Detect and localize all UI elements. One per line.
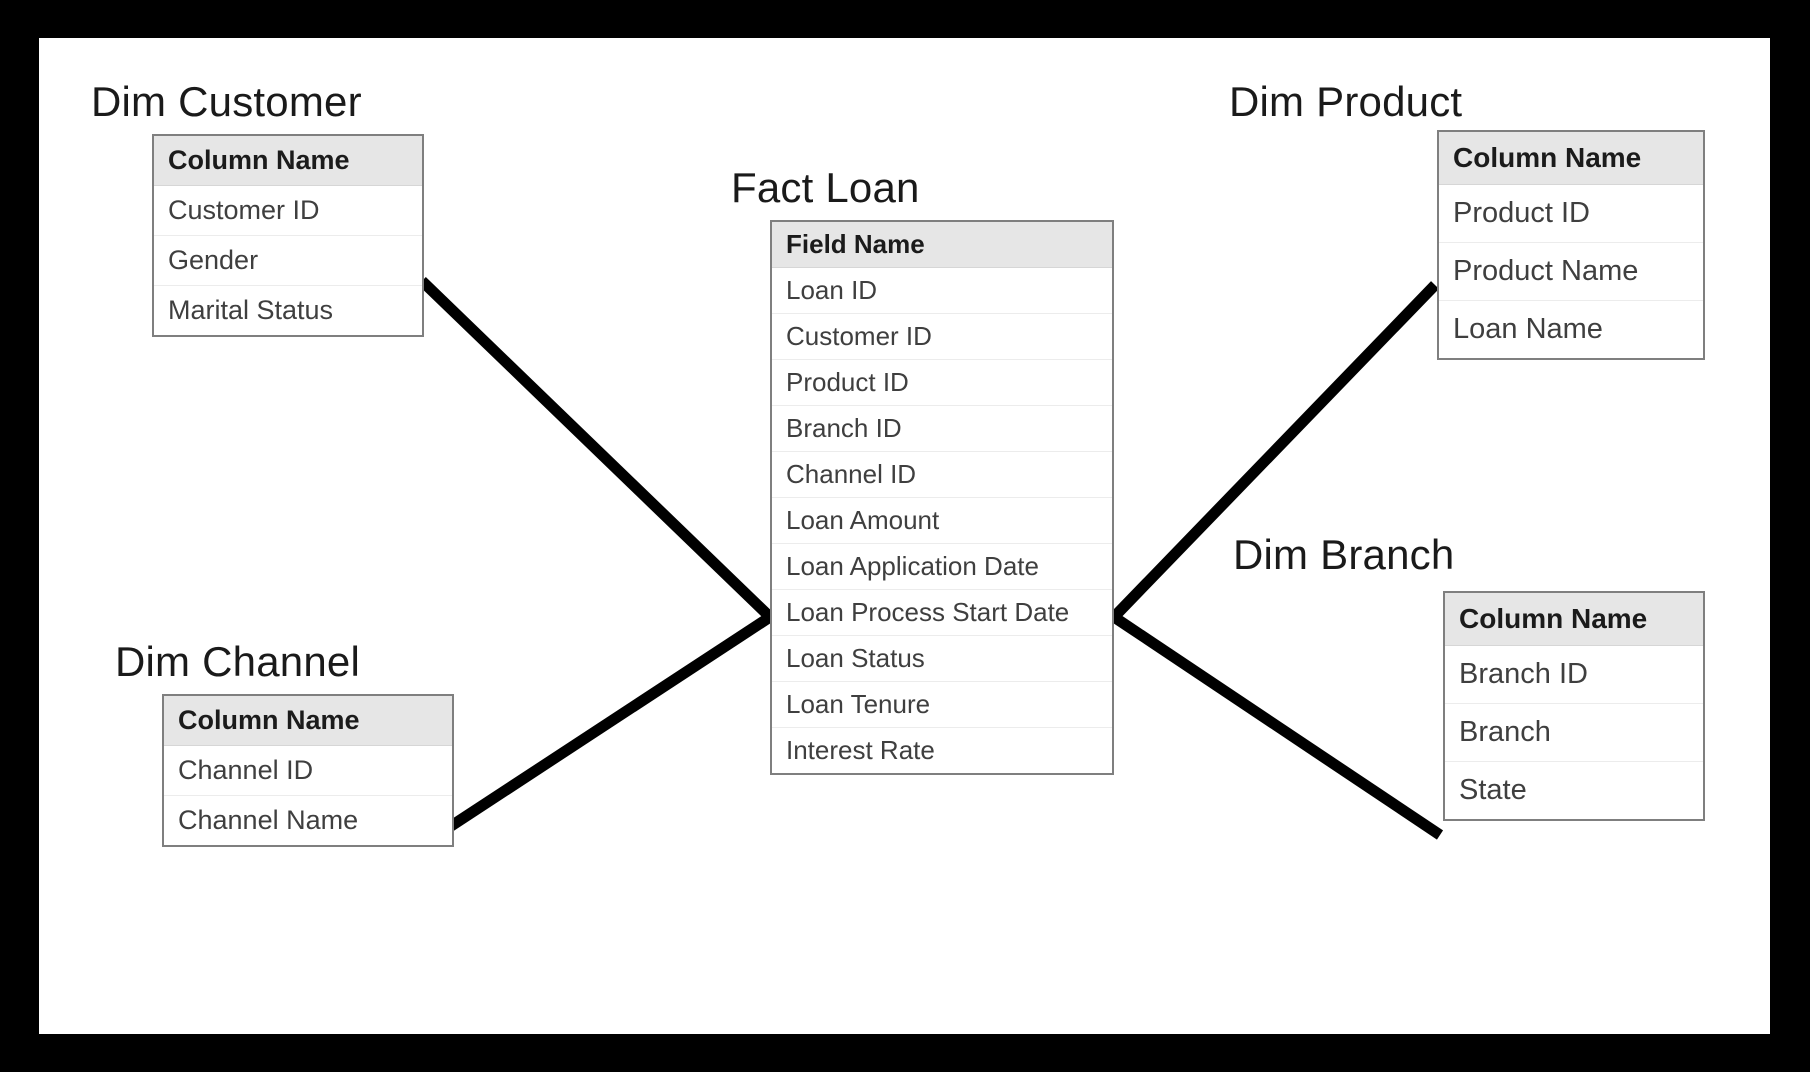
entity-dim-customer[interactable]: Dim Customer Column Name Customer ID Gen…: [85, 78, 424, 338]
table-row[interactable]: Customer ID: [154, 186, 422, 237]
table-row[interactable]: Loan Name: [1453, 313, 1603, 346]
table-row[interactable]: Loan Status: [772, 636, 1112, 683]
table-row[interactable]: Loan Application Date: [772, 544, 1112, 591]
entity-title-dim-channel: Dim Channel: [115, 638, 360, 685]
table-dim-channel: Column Name Channel ID Channel Name: [162, 694, 454, 848]
table-row[interactable]: Customer ID: [772, 314, 1112, 361]
column-header-dim-branch: Column Name: [1445, 593, 1703, 647]
entity-fact-loan[interactable]: Fact Loan Field Name Loan ID Customer ID…: [691, 164, 1114, 776]
table-row[interactable]: Loan Tenure: [772, 682, 1112, 729]
table-row[interactable]: Channel ID: [772, 452, 1112, 499]
table-row[interactable]: Loan ID: [772, 268, 1112, 315]
diagram-page: Dim Customer Column Name Customer ID Gen…: [39, 38, 1770, 1034]
column-header-dim-customer: Column Name: [154, 136, 422, 187]
table-row[interactable]: State: [1459, 774, 1527, 807]
table-row[interactable]: Product Name: [1439, 243, 1703, 302]
table-row[interactable]: Gender: [154, 236, 422, 287]
entity-title-dim-branch: Dim Branch: [1233, 531, 1455, 578]
table-row[interactable]: Loan Process Start Date: [772, 590, 1112, 637]
entity-dim-channel[interactable]: Dim Channel Column Name Channel ID Chann…: [111, 638, 454, 848]
table-dim-customer: Column Name Customer ID Gender Marital S…: [152, 134, 424, 338]
entity-title-dim-customer: Dim Customer: [91, 78, 362, 125]
column-header-dim-channel: Column Name: [164, 696, 452, 747]
table-row[interactable]: Branch ID: [1445, 646, 1703, 705]
table-dim-branch: Column Name Branch ID Branch State: [1443, 591, 1705, 822]
entity-title-dim-product: Dim Product: [1229, 78, 1463, 125]
table-row[interactable]: Channel Name: [178, 805, 359, 836]
table-row[interactable]: Branch ID: [772, 406, 1112, 453]
entity-title-fact-loan: Fact Loan: [731, 164, 920, 211]
entity-dim-product[interactable]: Dim Product Column Name Product ID Produ…: [1195, 78, 1705, 361]
column-header-fact-loan: Field Name: [772, 222, 1112, 269]
table-row[interactable]: Loan Amount: [772, 498, 1112, 545]
table-row[interactable]: Marital Status: [168, 295, 334, 326]
table-row[interactable]: Product ID: [772, 360, 1112, 407]
column-header-dim-product: Column Name: [1439, 132, 1703, 186]
table-dim-product: Column Name Product ID Product Name Loan…: [1437, 130, 1705, 361]
table-row[interactable]: Channel ID: [164, 746, 452, 797]
table-row[interactable]: Interest Rate: [786, 735, 935, 766]
table-fact-loan: Field Name Loan ID Customer ID Product I…: [770, 220, 1114, 776]
entity-dim-branch[interactable]: Dim Branch Column Name Branch ID Branch …: [1195, 531, 1705, 822]
table-row[interactable]: Branch: [1445, 704, 1703, 763]
table-row[interactable]: Product ID: [1439, 185, 1703, 244]
